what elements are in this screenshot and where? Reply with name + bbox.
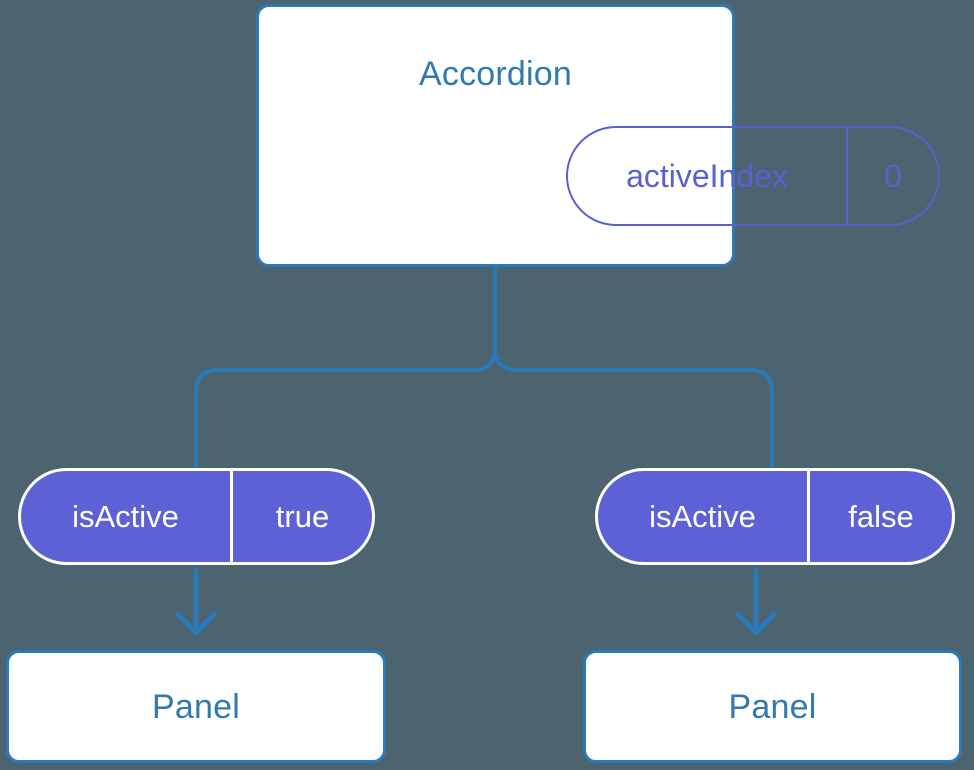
- arrow-left-state-to-panel: [175, 567, 217, 636]
- panel-component-card-right[interactable]: Panel: [583, 650, 962, 763]
- state-pill-value: true: [275, 498, 330, 534]
- state-pill-value: false: [848, 498, 914, 534]
- arrow-right-state-to-panel: [735, 567, 777, 636]
- accordion-card-title: Accordion: [419, 55, 572, 93]
- state-pill-is-active-false[interactable]: isActive false: [595, 468, 955, 565]
- state-pill-key: isActive: [598, 471, 810, 562]
- panel-card-title: Panel: [728, 687, 817, 726]
- panel-component-card-left[interactable]: Panel: [6, 650, 386, 763]
- state-pill-active-index[interactable]: activeIndex 0: [566, 126, 940, 226]
- panel-card-title: Panel: [152, 687, 240, 726]
- state-pill-key: isActive: [21, 471, 233, 562]
- state-pill-is-active-true[interactable]: isActive true: [18, 468, 375, 565]
- state-pill-key: activeIndex: [568, 128, 848, 224]
- accordion-component-card[interactable]: Accordion activeIndex 0: [256, 4, 940, 267]
- state-pill-value: 0: [884, 157, 902, 194]
- connector-root-to-right-state: [493, 265, 774, 470]
- connector-root-to-left-state: [194, 265, 497, 470]
